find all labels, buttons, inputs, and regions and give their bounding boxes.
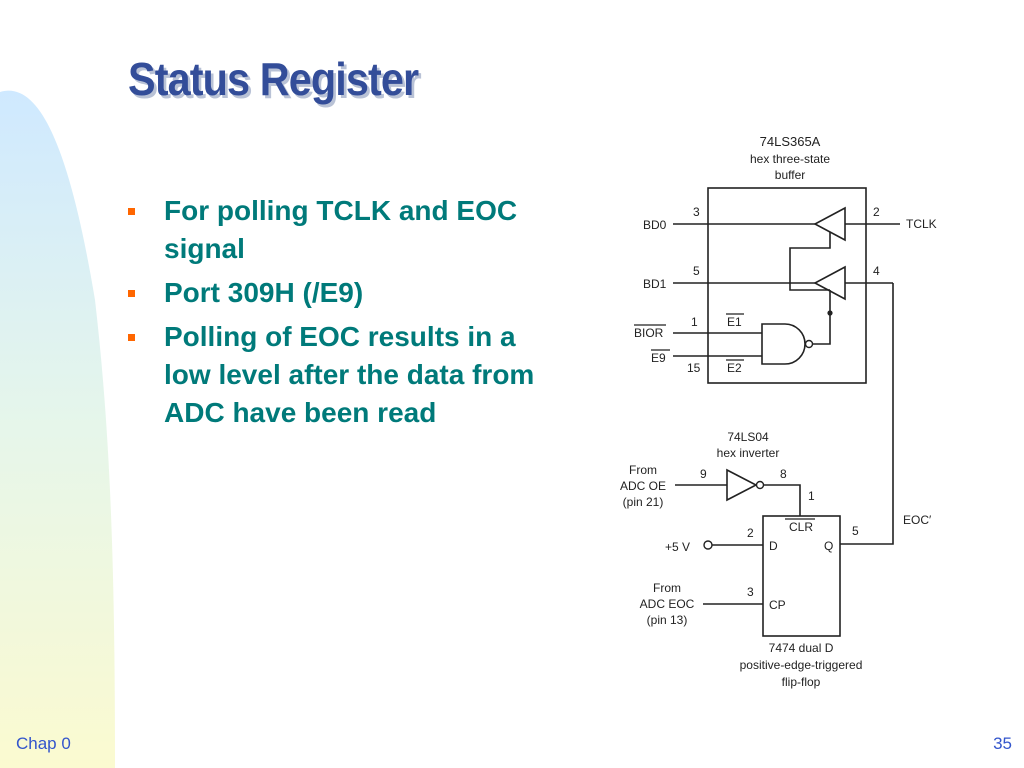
bullet-item: Port 309H (/E9) bbox=[126, 274, 536, 312]
bd0-label: BD0 bbox=[643, 218, 667, 232]
footer-page-number: 35 bbox=[993, 734, 1012, 753]
pin-5-label: 5 bbox=[693, 264, 700, 278]
ff-cp-label: CP bbox=[769, 598, 786, 612]
buffer-part-label: 74LS365A bbox=[760, 134, 821, 149]
slide-title: Status Register bbox=[128, 53, 419, 105]
from-adc-eoc-label-3: (pin 13) bbox=[647, 613, 688, 627]
ff-part-label: 7474 dual D bbox=[769, 641, 834, 655]
pin-15-label: 15 bbox=[687, 361, 701, 375]
bullet-text: For polling TCLK and EOC signal bbox=[164, 195, 518, 264]
bullet-text: Port 309H (/E9) bbox=[164, 277, 364, 308]
pin-3-label: 3 bbox=[693, 205, 700, 219]
plus5v-label: +5 V bbox=[665, 540, 690, 554]
bullet-square-icon bbox=[128, 208, 135, 215]
ff-q-label: Q bbox=[824, 539, 833, 553]
bullet-list: For polling TCLK and EOC signal Port 309… bbox=[126, 192, 536, 438]
inverter-triangle bbox=[726, 468, 758, 502]
bullet-item: For polling TCLK and EOC signal bbox=[126, 192, 536, 268]
from-adc-eoc-label-2: ADC EOC bbox=[640, 597, 695, 611]
from-adc-oe-label: From bbox=[629, 463, 657, 477]
pin-4-label: 4 bbox=[873, 264, 880, 278]
flip-flop-box bbox=[762, 515, 841, 637]
buffer-ic-box bbox=[707, 187, 867, 384]
pin-2-label: 2 bbox=[873, 205, 880, 219]
bullet-item: Polling of EOC results in a low level af… bbox=[126, 318, 536, 432]
ff-pin-1-label: 1 bbox=[808, 489, 815, 503]
bullet-text: Polling of EOC results in a low level af… bbox=[164, 321, 535, 428]
buffer-desc-label: hex three-state bbox=[750, 152, 830, 166]
from-adc-eoc-label: From bbox=[653, 581, 681, 595]
nand-output-line bbox=[812, 313, 831, 345]
ff-desc-label: positive-edge-triggered bbox=[740, 658, 863, 672]
e9-label: E9 bbox=[651, 351, 666, 365]
ff-clr-label: CLR bbox=[789, 520, 813, 534]
buffer-desc-label-2: buffer bbox=[775, 168, 805, 182]
tclk-label: TCLK bbox=[906, 217, 937, 231]
from-adc-oe-label-3: (pin 21) bbox=[623, 495, 664, 509]
e2-label: E2 bbox=[727, 361, 742, 375]
nand-gate bbox=[761, 323, 806, 365]
ff-pin-5-label: 5 bbox=[852, 524, 859, 538]
background-swoosh bbox=[0, 90, 115, 768]
ff-desc-label-2: flip-flop bbox=[782, 675, 821, 689]
inverter-bubble bbox=[755, 480, 765, 490]
from-adc-oe-label-2: ADC OE bbox=[620, 479, 666, 493]
plus5v-terminal bbox=[703, 540, 713, 550]
e1-label: E1 bbox=[727, 315, 742, 329]
inverter-output-line bbox=[764, 484, 801, 516]
bior-label: BIOR bbox=[634, 326, 664, 340]
bullet-square-icon bbox=[128, 290, 135, 297]
bullet-square-icon bbox=[128, 334, 135, 341]
eoc-prime-label: EOC′ bbox=[903, 513, 932, 527]
inverter-desc-label: hex inverter bbox=[717, 446, 780, 460]
inverter-pin-9-label: 9 bbox=[700, 467, 707, 481]
ff-d-label: D bbox=[769, 539, 778, 553]
inverter-part-label: 74LS04 bbox=[727, 430, 769, 444]
bd1-label: BD1 bbox=[643, 277, 667, 291]
footer-chapter-label: Chap 0 bbox=[16, 734, 71, 753]
ff-pin-2-label: 2 bbox=[747, 526, 754, 540]
eoc-prime-wire bbox=[840, 283, 894, 545]
enable-line bbox=[789, 232, 831, 291]
inverter-pin-8-label: 8 bbox=[780, 467, 787, 481]
nand-bubble bbox=[804, 339, 814, 349]
pin-1-label: 1 bbox=[691, 315, 698, 329]
status-register-circuit-diagram: 74LS365A hex three-state buffer BD0 3 2 … bbox=[620, 134, 937, 689]
ff-pin-3-label: 3 bbox=[747, 585, 754, 599]
